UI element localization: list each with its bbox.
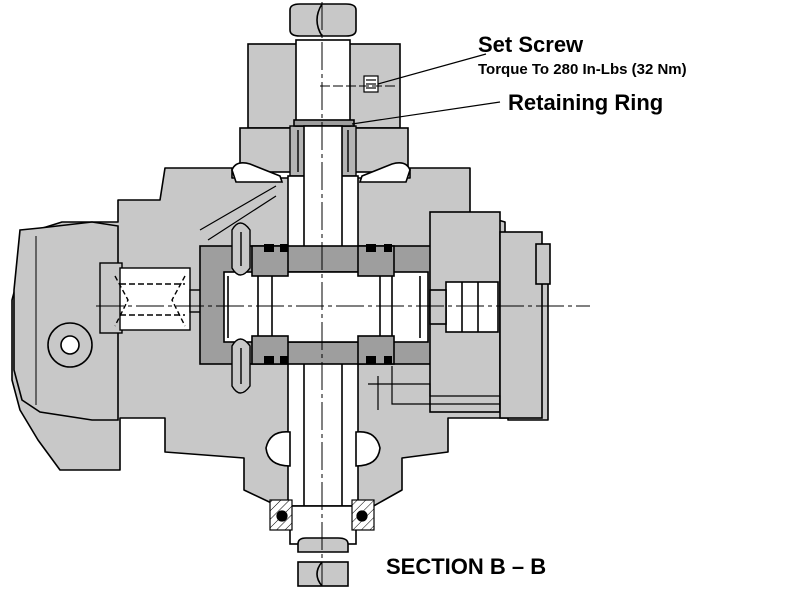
left-port-boss	[13, 221, 119, 421]
kidney-ports	[231, 222, 251, 394]
centerlines	[96, 2, 590, 586]
oil-passages	[199, 185, 501, 410]
section-title: SECTION B – B	[386, 554, 546, 579]
bottom-bearings	[269, 499, 375, 531]
retaining-ring-label: Retaining Ring	[508, 90, 663, 115]
right-end-cover	[429, 211, 551, 419]
set-screw-label: Set Screw	[478, 32, 584, 57]
drive-shaft-top	[289, 3, 357, 127]
set-screw	[363, 75, 379, 93]
torque-note: Torque To 280 In-Lbs (32 Nm)	[478, 61, 687, 78]
leader-lines	[351, 53, 501, 125]
